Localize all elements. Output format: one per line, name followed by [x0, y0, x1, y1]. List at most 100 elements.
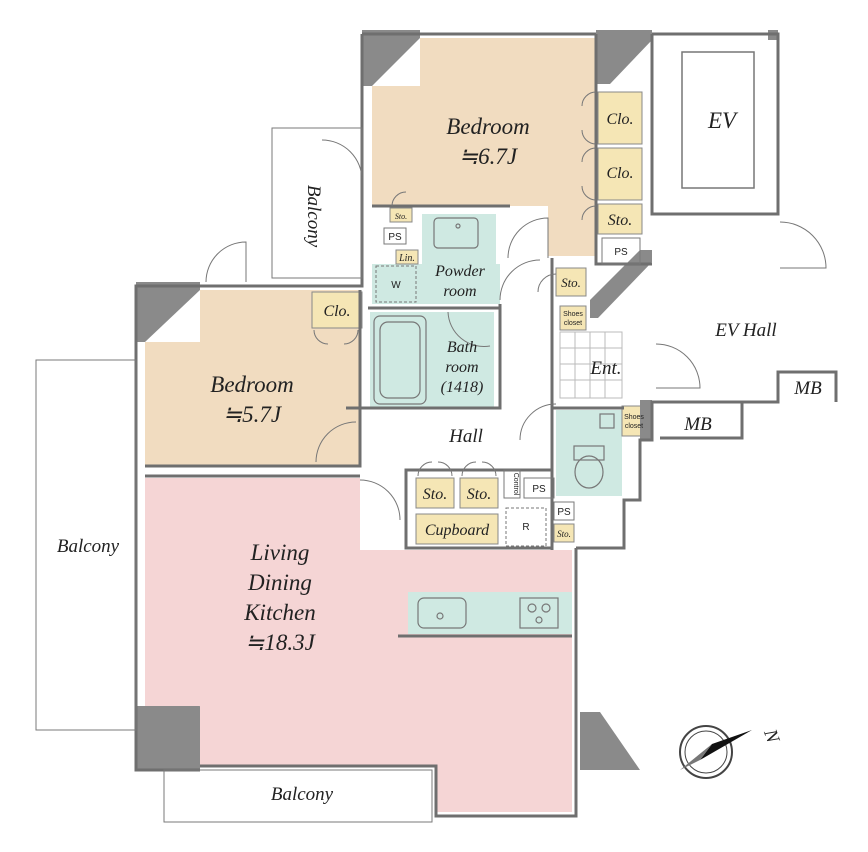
- door-sto-a: [417, 461, 453, 477]
- bathroom-floor: [370, 312, 494, 408]
- balcony-bottom-label: Balcony: [271, 784, 334, 805]
- powder-room-floor: [372, 264, 500, 304]
- closet-box-2: [597, 147, 643, 201]
- kitchen-sink: [417, 597, 467, 629]
- storage-label-bed1: Sto.: [608, 212, 632, 229]
- shoes-closet-2-label-a: Shoes: [624, 414, 644, 421]
- ps-label-3: PS: [532, 484, 546, 495]
- ps-label-2: PS: [614, 247, 628, 258]
- door-balcony-top: [321, 139, 363, 181]
- toilet-fixture: [573, 413, 615, 489]
- balcony-bottom-outline: [163, 769, 433, 823]
- wall-bottom-left: [136, 706, 200, 770]
- door-hall-toilet: [519, 403, 557, 441]
- powder-sink: [433, 217, 479, 249]
- shoes-closet-1-box: [559, 305, 587, 331]
- closet-label-3: Clo.: [323, 303, 350, 320]
- bedroom-2-label: Bedroom: [210, 372, 293, 397]
- door-sto-small: [391, 191, 407, 207]
- balcony-top-outline: [271, 127, 363, 279]
- outer-wall-right-mid: [576, 400, 744, 550]
- shoes-closet-1-label-a: Shoes: [563, 311, 583, 318]
- ps-label-4: PS: [557, 507, 571, 518]
- bath-label-3: (1418): [441, 379, 484, 396]
- outer-wall-ev: [650, 32, 780, 216]
- bedroom-2-size: ≒5.7J: [223, 402, 283, 427]
- compass-north-label: N: [759, 726, 784, 747]
- shoes-closet-1-label-b: closet: [564, 320, 582, 327]
- powder-label-1: Powder: [434, 263, 486, 280]
- ldk-floor: [145, 478, 572, 812]
- toilet-floor: [556, 410, 622, 496]
- fridge-label: R: [522, 522, 529, 533]
- entrance-label: Ent.: [589, 358, 621, 379]
- storage-box-a: [415, 477, 455, 509]
- wall-storage-row: [404, 468, 552, 550]
- door-entrance: [655, 343, 701, 389]
- storage-label-b: Sto.: [467, 486, 491, 503]
- entrance-tiles: [559, 331, 623, 399]
- door-ev-hall: [779, 221, 827, 269]
- cupboard-label: Cupboard: [425, 522, 490, 539]
- door-clo3: [313, 329, 359, 345]
- storage-box-small: [389, 207, 413, 223]
- fridge-space: [505, 507, 547, 547]
- control-label: Control: [512, 473, 519, 496]
- storage-box-bed1: [597, 203, 643, 235]
- storage-box-b: [459, 477, 499, 509]
- bedroom-1-label: Bedroom: [446, 114, 529, 139]
- bath-label-2: room: [445, 359, 478, 376]
- door-clo2: [581, 147, 597, 201]
- shoes-closet-2-label-b: closet: [625, 423, 643, 430]
- door-ldk: [359, 479, 401, 521]
- balcony-top-label: Balcony: [303, 185, 324, 248]
- wall-top-left-corner: [362, 30, 420, 86]
- ldk-label-3: Kitchen: [243, 600, 316, 625]
- compass-icon: [679, 725, 752, 779]
- door-bed2-top: [205, 241, 247, 283]
- closet-label-1: Clo.: [606, 111, 633, 128]
- lin-box: [395, 249, 419, 265]
- bedroom-5-7-floor: [145, 290, 360, 466]
- bath-label-1: Bath: [447, 339, 477, 356]
- outer-wall-bottom: [200, 548, 578, 818]
- bathtub: [373, 315, 427, 405]
- wall-right-lower: [580, 712, 640, 770]
- ldk-label-1: Living: [250, 540, 310, 565]
- storage-label-a: Sto.: [423, 486, 447, 503]
- balcony-left-outline: [35, 359, 137, 731]
- washer-label: W: [391, 280, 401, 291]
- cooktop: [519, 597, 559, 629]
- door-hall-sto: [537, 273, 557, 293]
- ps-box-4: [553, 501, 575, 521]
- mb-label-1: MB: [793, 378, 822, 399]
- ps-box-3: [523, 477, 555, 499]
- storage-label-kitchen: Sto.: [557, 529, 571, 539]
- wall-bed2-right: [145, 290, 362, 468]
- wall-diag-ent: [590, 250, 652, 318]
- door-clo1: [581, 91, 597, 145]
- cupboard-box: [415, 513, 499, 545]
- wall-bath-bottom: [346, 304, 502, 410]
- ldk-label-2: Dining: [247, 570, 312, 595]
- door-sto-b: [461, 461, 497, 477]
- wall-right-mid: [640, 400, 652, 440]
- door-bath: [447, 311, 491, 347]
- ev-hall-label: EV Hall: [714, 320, 776, 341]
- closet-box-3: [311, 291, 363, 329]
- elevator-car: [681, 51, 755, 189]
- ps-box-2: [601, 237, 641, 265]
- washer-space: [375, 265, 417, 303]
- storage-label-hall: Sto.: [561, 275, 581, 290]
- ps-label-1: PS: [388, 232, 402, 243]
- closet-box-1: [597, 91, 643, 145]
- storage-label-small: Sto.: [395, 212, 407, 221]
- control-box: [503, 469, 521, 499]
- powder-label-2: room: [443, 283, 476, 300]
- hall-label: Hall: [448, 426, 483, 447]
- bedroom-6-7-floor: [372, 38, 596, 256]
- door-powder: [499, 259, 541, 301]
- balcony-left-label: Balcony: [57, 536, 120, 557]
- outer-wall-mb: [742, 370, 838, 404]
